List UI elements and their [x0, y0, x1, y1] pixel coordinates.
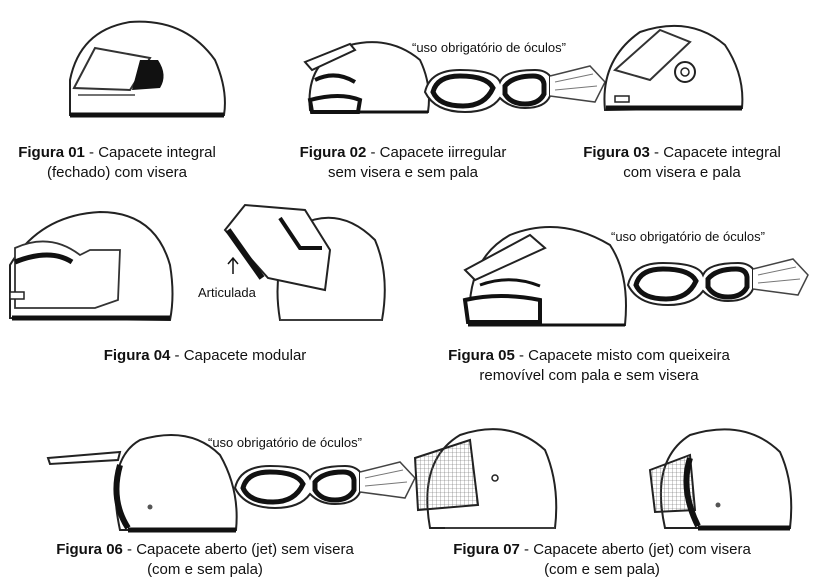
caption-fig06-line2: (com e sem pala) — [147, 561, 263, 578]
caption-fig07-text: - Capacete aberto (jet) com visera — [519, 541, 751, 558]
caption-fig05-line2: removível com pala e sem visera — [479, 367, 699, 384]
caption-fig04: Figura 04 - Capacete modular — [60, 346, 350, 366]
caption-fig05: Figura 05 - Capacete misto com queixeira… — [420, 346, 758, 386]
helmet-fig07-b — [648, 428, 793, 531]
helmet-fig07-a — [413, 428, 558, 529]
helmet-fig02 — [303, 41, 430, 114]
caption-fig04-text: - Capacete modular — [170, 347, 307, 364]
helmet-fig01 — [69, 20, 226, 118]
helmet-fig04-open — [223, 203, 386, 321]
caption-fig02-label: Figura 02 — [299, 144, 367, 161]
caption-fig01-line2: (fechado) com visera — [46, 164, 188, 181]
helmet-fig03 — [603, 24, 744, 112]
goggles-note-fig02: “uso obrigatório de óculos” — [412, 40, 566, 55]
caption-fig02-text: - Capacete iirregular — [366, 144, 507, 161]
caption-fig06: Figura 06 - Capacete aberto (jet) sem vi… — [35, 540, 375, 580]
caption-fig01-label: Figura 01 — [18, 144, 85, 161]
caption-fig06-label: Figura 06 — [56, 541, 123, 558]
helmet-fig06 — [46, 434, 238, 533]
caption-fig07-label: Figura 07 — [453, 541, 520, 558]
caption-fig03-line2: com visera e pala — [623, 164, 741, 181]
caption-fig05-label: Figura 05 — [448, 347, 515, 364]
articulada-label: Articulada — [198, 285, 256, 300]
caption-fig01: Figura 01 - Capacete integral (fechado) … — [0, 143, 234, 183]
caption-fig05-text: - Capacete misto com queixeira — [514, 347, 730, 364]
caption-fig03-label: Figura 03 — [583, 144, 650, 161]
helmet-fig05 — [462, 226, 627, 327]
goggles-note-fig06: “uso obrigatório de óculos” — [208, 435, 362, 450]
caption-fig07-line2: (com e sem pala) — [544, 561, 660, 578]
caption-fig02: Figura 02 - Capacete iirregular sem vise… — [268, 143, 538, 183]
caption-fig02-line2: sem visera e sem pala — [327, 164, 479, 181]
caption-fig03-text: - Capacete integral — [649, 144, 781, 161]
caption-fig06-text: - Capacete aberto (jet) sem visera — [122, 541, 354, 558]
goggles-fig02 — [425, 66, 605, 112]
caption-fig03: Figura 03 - Capacete integral com visera… — [560, 143, 804, 183]
goggles-note-fig05: “uso obrigatório de óculos” — [611, 229, 765, 244]
goggles-fig06 — [235, 462, 415, 508]
helmet-fig04-closed — [9, 210, 174, 322]
caption-fig01-text: - Capacete integral — [84, 144, 216, 161]
caption-fig04-label: Figura 04 — [103, 347, 171, 364]
caption-fig07: Figura 07 - Capacete aberto (jet) com vi… — [432, 540, 772, 580]
goggles-fig05 — [628, 259, 808, 305]
arrow-icon — [227, 256, 239, 274]
